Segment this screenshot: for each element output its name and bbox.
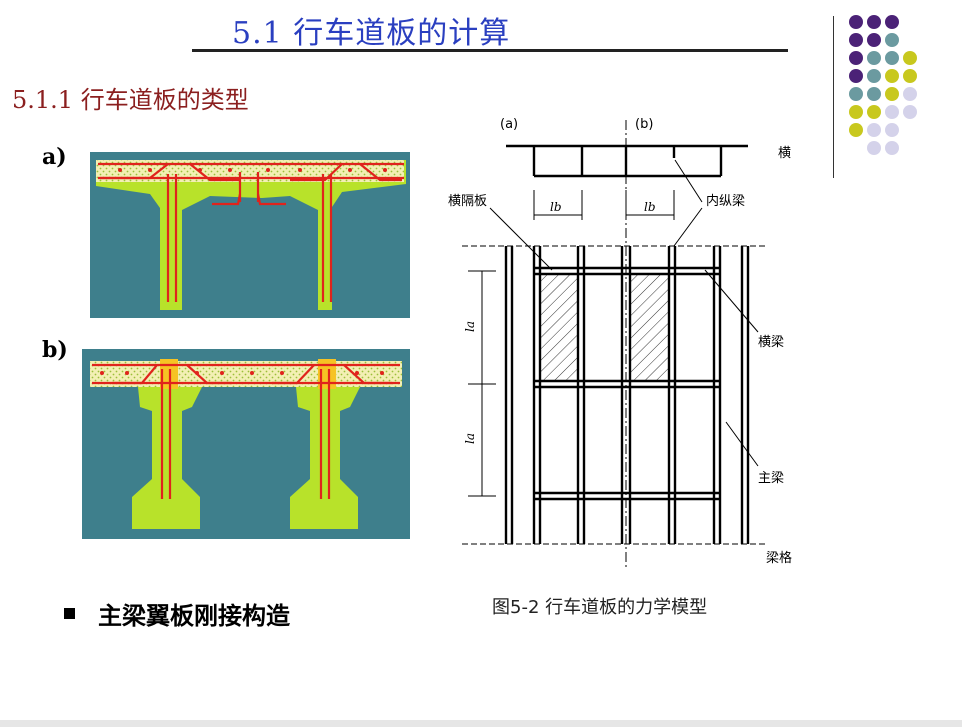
decor-dot (867, 105, 881, 119)
decor-dot (849, 51, 863, 65)
figure-caption: 图5-2 行车道板的力学模型 (492, 597, 708, 618)
callout-leaders (704, 269, 759, 467)
section-title: 5.1.1 行车道板的类型 (12, 86, 249, 114)
decor-dot (903, 69, 917, 83)
t-beam-section-a (90, 152, 410, 318)
decor-dot (885, 33, 899, 47)
rebar-b (92, 363, 400, 499)
decor-dot (867, 51, 881, 65)
label-lianggeng: 梁格 (766, 550, 792, 566)
joint-right-b (318, 359, 336, 389)
lb-dimensions (489, 159, 703, 271)
rebar-a (98, 162, 404, 302)
label-la-2: la (463, 433, 477, 444)
label-b-paren: (b) (635, 117, 653, 132)
decor-dot (903, 51, 917, 65)
bullet-text: 主梁翼板刚接构造 (98, 602, 290, 630)
panel-b-label: b) (42, 337, 68, 363)
label-la-1: la (463, 321, 477, 332)
decor-dot (885, 123, 899, 137)
label-henggeban: 横隔板 (448, 194, 487, 209)
rebar-dots-a (118, 168, 387, 172)
title-underline (192, 49, 788, 52)
label-a-paren: (a) (500, 117, 518, 132)
decor-dot (885, 141, 899, 155)
vertical-divider (833, 16, 834, 178)
decor-dot (867, 15, 881, 29)
mechanical-model-diagram: (a) (b) 横 横隔板 内纵梁 lb lb (448, 117, 792, 570)
decor-dot (867, 123, 881, 137)
decor-dot (849, 69, 863, 83)
decor-dot (903, 87, 917, 101)
label-hengliang: 横梁 (758, 335, 784, 350)
label-lb-2: lb (644, 200, 656, 214)
panel-a-label: a) (42, 144, 67, 170)
label-heng: 横 (778, 146, 791, 161)
plate-hatch-b (630, 274, 669, 381)
label-zhuliang: 主梁 (758, 471, 784, 486)
girder-shapes-a (96, 160, 406, 310)
label-lb-1: lb (550, 200, 562, 214)
slide-title: 5.1 行车道板的计算 (232, 16, 511, 51)
la-dimensions (468, 270, 496, 497)
decor-dot (867, 33, 881, 47)
decor-dot (849, 33, 863, 47)
top-section-lines (506, 144, 748, 178)
decor-dot (885, 69, 899, 83)
label-neizongliang: 内纵梁 (706, 193, 745, 209)
decor-dot (867, 141, 881, 155)
decor-dot (885, 51, 899, 65)
decor-dot (867, 69, 881, 83)
decor-dot (885, 105, 899, 119)
slab-concrete-a (96, 160, 404, 182)
beam-section-b (82, 349, 410, 539)
rebar-dots-b (100, 371, 384, 375)
bullet-square-icon (64, 608, 75, 619)
decor-dot (849, 123, 863, 137)
decor-dot (849, 105, 863, 119)
decor-dot (849, 87, 863, 101)
decor-dot (885, 15, 899, 29)
plate-hatch-a (540, 274, 578, 381)
footer-bar (0, 720, 962, 727)
decor-dot (903, 105, 917, 119)
decor-dot (867, 87, 881, 101)
decor-dot (849, 15, 863, 29)
decor-dot (885, 87, 899, 101)
decorative-dot-grid (849, 15, 917, 155)
